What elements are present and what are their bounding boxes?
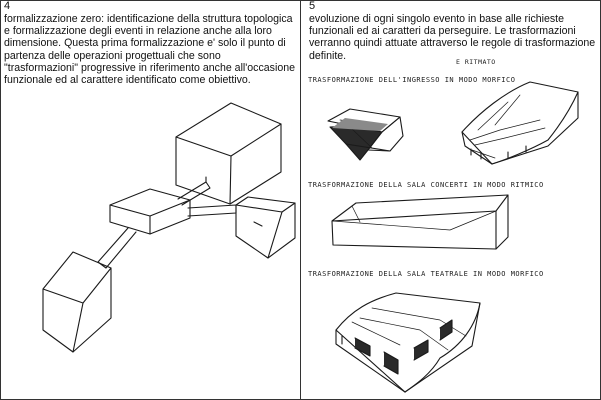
- entrance-sketch-small: [327, 108, 404, 161]
- right-page-number: 5: [309, 0, 316, 12]
- box-bottom: [42, 251, 112, 353]
- caption-concert-hall: TRASFORMAZIONE DELLA SALA CONCERTI IN MO…: [308, 181, 544, 189]
- box-center: [109, 188, 191, 235]
- caption-entrance: TRASFORMAZIONE DELL'INGRESSO IN MODO MOR…: [308, 76, 516, 84]
- concert-hall-sketch: [331, 194, 509, 250]
- box-top: [175, 102, 282, 205]
- connector-lower: [97, 227, 137, 269]
- right-page-text: evoluzione di ogni singolo evento in bas…: [309, 13, 596, 62]
- theatre-hall-sketch: [335, 292, 481, 393]
- left-page-number: 4: [4, 0, 11, 12]
- connector-upper: [177, 176, 211, 206]
- right-page: 5 evoluzione di ogni singolo evento in b…: [309, 0, 597, 62]
- topology-sketch: [42, 102, 296, 353]
- box-right: [235, 196, 296, 259]
- caption-insert: E RITMATO: [456, 58, 496, 66]
- page-divider: [300, 0, 301, 400]
- entrance-sketch-large: [461, 81, 579, 165]
- left-page: 4 formalizzazione zero: identificazione …: [4, 0, 296, 87]
- caption-theatre-hall: TRASFORMAZIONE DELLA SALA TEATRALE IN MO…: [308, 270, 544, 278]
- left-page-text: formalizzazione zero: identificazione de…: [4, 13, 295, 87]
